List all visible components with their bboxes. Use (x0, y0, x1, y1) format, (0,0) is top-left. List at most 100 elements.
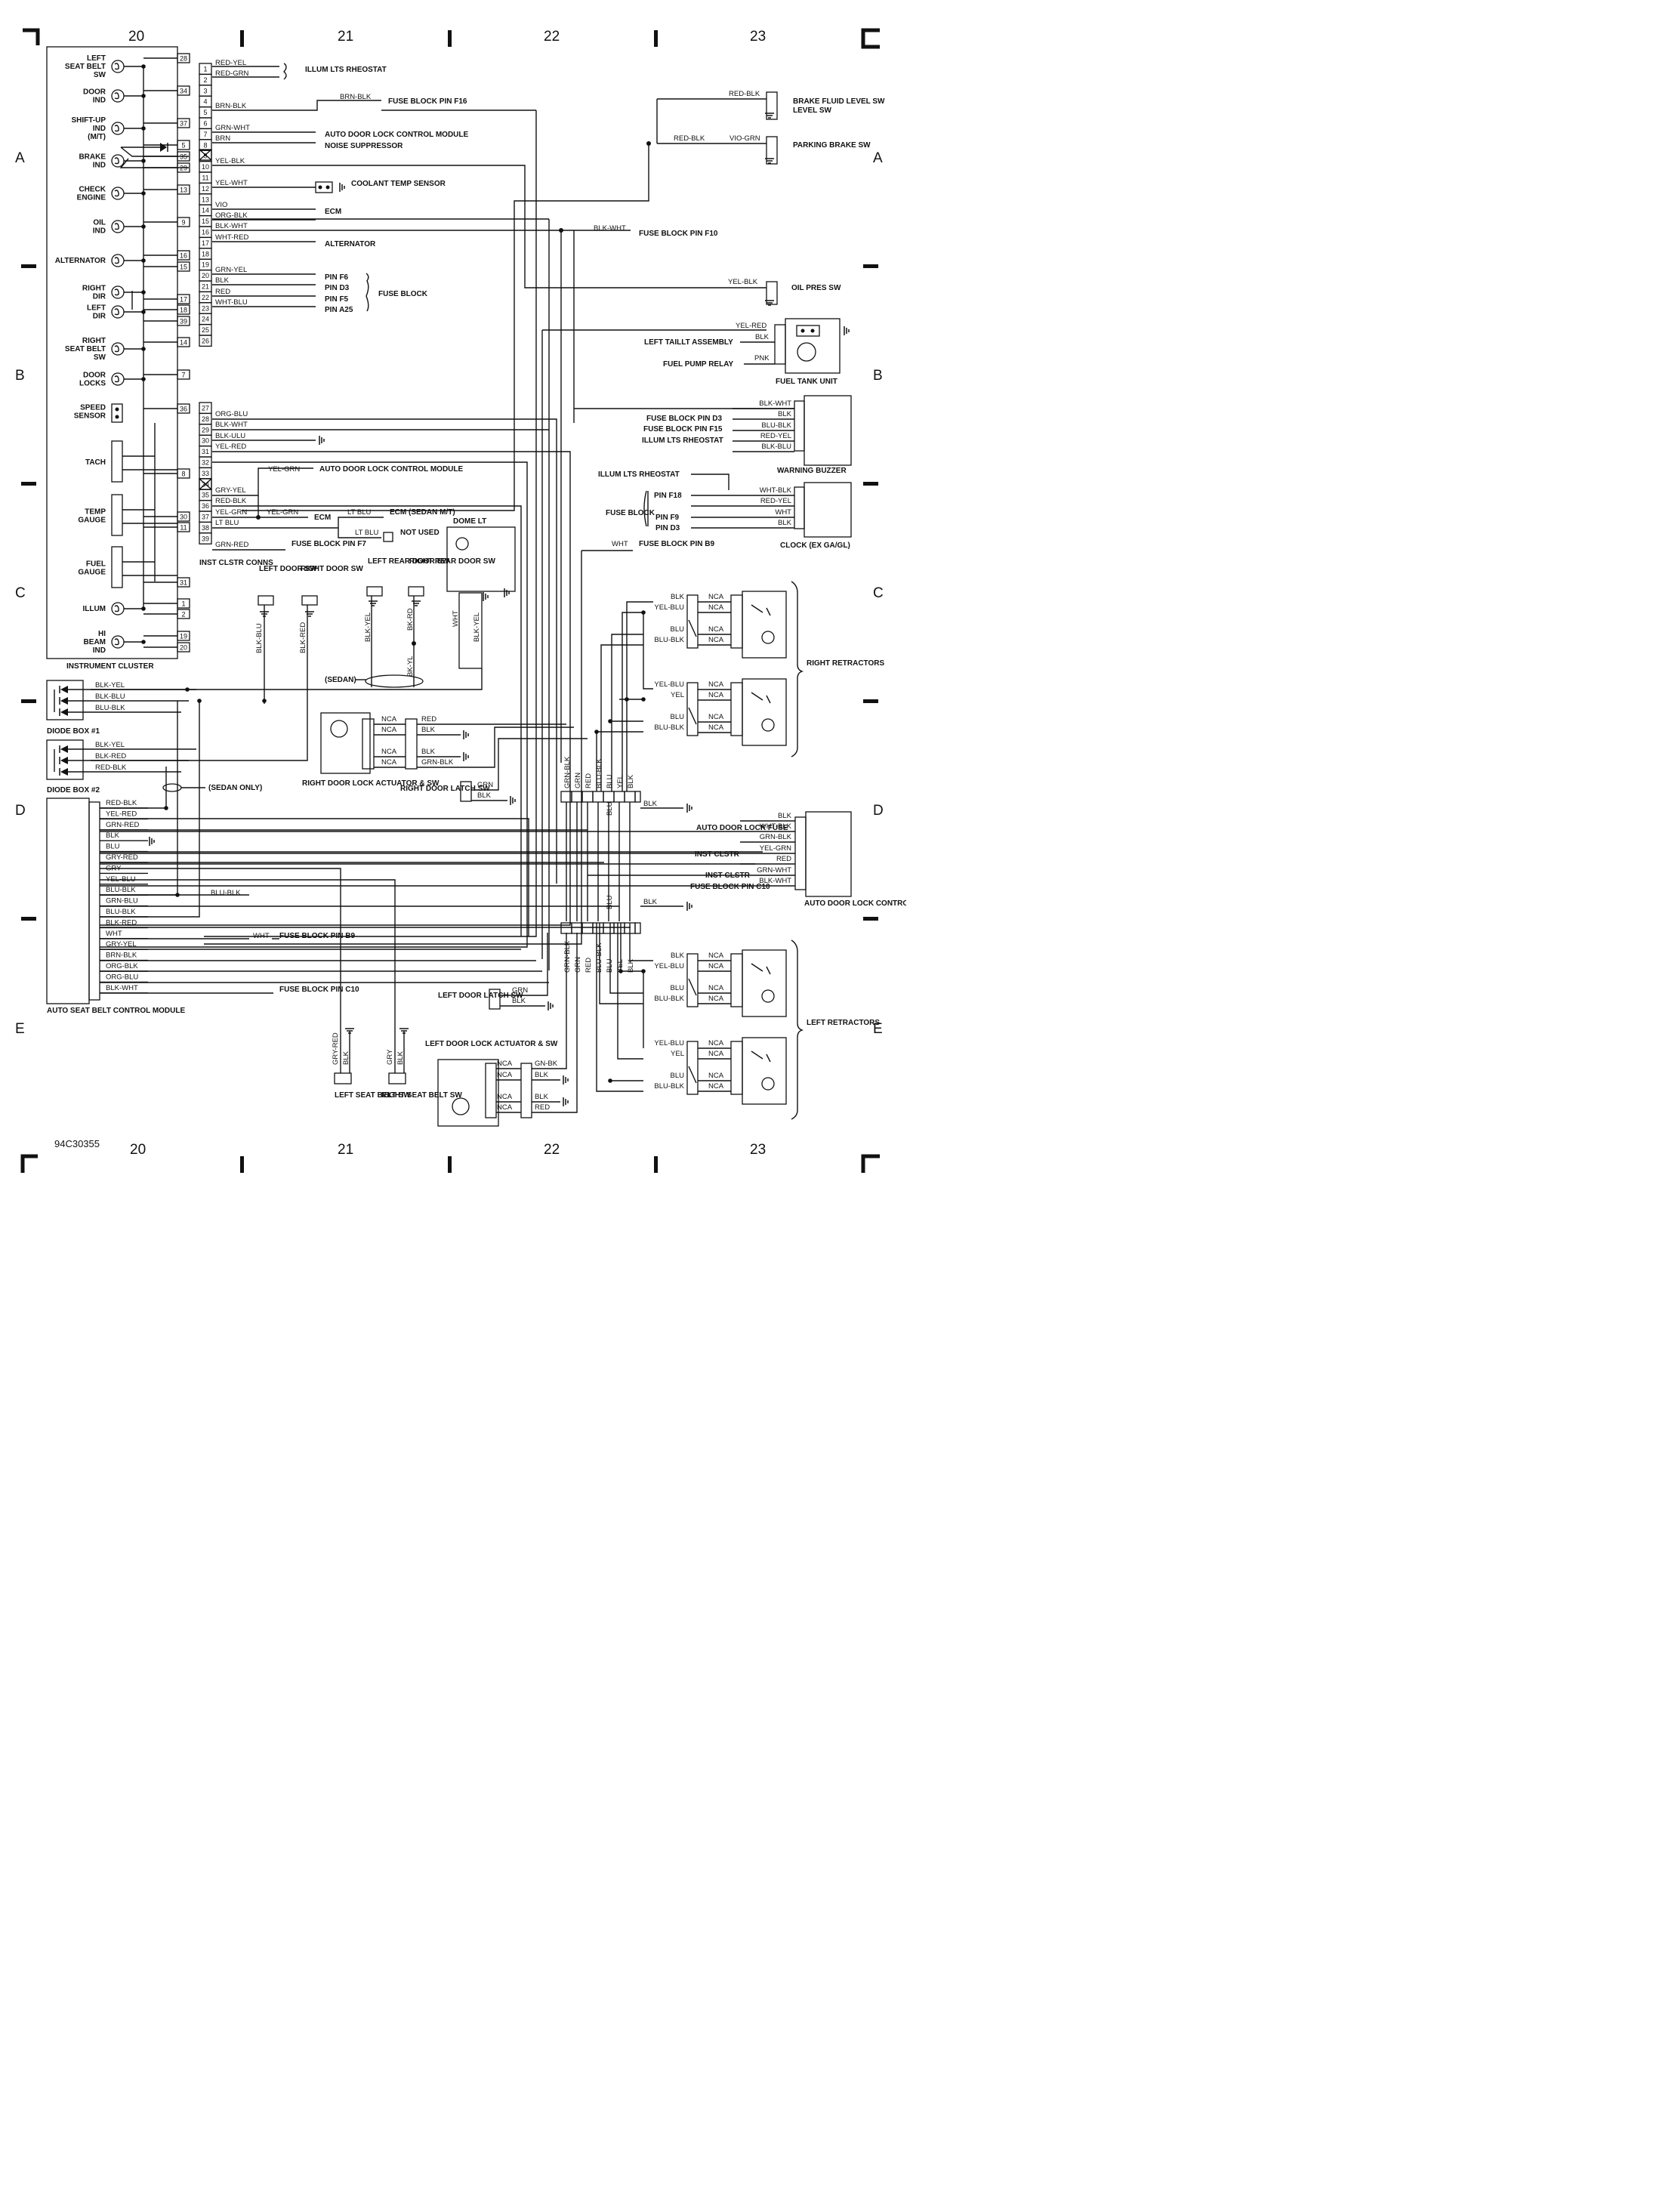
harness-cavity (571, 922, 583, 934)
cluster-title: INSTRUMENT CLUSTER (66, 662, 154, 671)
pin-number: 12 (202, 185, 209, 193)
wire-label: NCA (708, 593, 724, 601)
wire-label: YEL (671, 1050, 684, 1058)
wire-label: YEL-GRN (215, 508, 247, 517)
svg-text:RIGHT DOOR SW: RIGHT DOOR SW (301, 565, 363, 573)
wire-label: YEL-BLU (654, 1039, 684, 1047)
svg-text:GRN: GRN (512, 986, 528, 995)
svg-text:FUSE BLOCK PIN F15: FUSE BLOCK PIN F15 (643, 425, 723, 433)
harness-cavity (592, 922, 604, 934)
svg-text:ILLUM LTS RHEOSTAT: ILLUM LTS RHEOSTAT (598, 470, 680, 479)
conns-label: INST CLSTR CONNS (199, 559, 273, 567)
lt-blu-a: LT BLU (347, 508, 371, 517)
ground-icon (504, 588, 510, 597)
wire-label: NCA (381, 726, 397, 734)
wire-label: BLU-BLK (106, 908, 136, 916)
wire-label: RED-BLK (215, 497, 247, 505)
ground-icon (765, 300, 774, 306)
harness-cavity (581, 791, 594, 803)
harness-cavity (613, 791, 625, 803)
fb-pin-f6: PIN F6 (325, 273, 349, 282)
wire-label: ORG-BLU (106, 973, 138, 981)
auto-door-lock-control-module: BLKWHT-BLKGRN-BLKYEL-GRNREDGRN-WHTBLK-WH… (100, 811, 906, 908)
svg-text:BLK-YEL: BLK-YEL (473, 612, 481, 642)
svg-text:WARNING BUZZER: WARNING BUZZER (777, 467, 847, 475)
svg-text:LEFT REAR DOOR SW: LEFT REAR DOOR SW (368, 557, 449, 566)
wire-label: BLU-BLK (654, 723, 684, 732)
row-label: A (873, 150, 883, 166)
wire-label: BLK-WHT (215, 222, 248, 230)
wire-label: BLU (671, 625, 685, 634)
pin-number: 1 (203, 66, 207, 73)
svg-text:INST CLSTR: INST CLSTR (695, 850, 740, 859)
svg-text:BLK: BLK (477, 791, 492, 800)
pin-number: 26 (202, 338, 209, 345)
wire-label: YEL-BLU (654, 603, 684, 612)
wire-label: YEL-RED (215, 443, 246, 451)
svg-text:FUSE BLOCK PIN B9: FUSE BLOCK PIN B9 (279, 932, 355, 940)
indicator-label: SENSOR (74, 412, 106, 421)
indicator-label: TACH (85, 458, 106, 467)
svg-text:GRY-RED: GRY-RED (332, 1032, 340, 1065)
svg-text:FUSE BLOCK PIN B9: FUSE BLOCK PIN B9 (639, 540, 714, 548)
col-label: 23 (750, 29, 766, 45)
pin-number: 6 (203, 120, 207, 128)
seat-belt-switches: LEFT SEAT BELT SW GRY-RED BLK RIGHT SEAT… (100, 868, 462, 1100)
pin-number: 11 (180, 524, 187, 532)
wire-label: BLK-BLU (95, 693, 125, 701)
pin-number: 35 (202, 492, 209, 499)
retractor-motor (742, 591, 787, 659)
indicator-label: IND (93, 97, 106, 105)
noise-suppressor: NOISE SUPPRESSOR (325, 142, 403, 150)
indicator-label: DOOR (83, 372, 106, 380)
motor-icon (761, 718, 775, 732)
fb-pin-f5: PIN F5 (325, 295, 349, 304)
wire-label: BLU-BLK (761, 421, 791, 430)
gauge-icon (111, 546, 123, 588)
svg-text:LEFT DOOR LOCK ACTUATOR & SW: LEFT DOOR LOCK ACTUATOR & SW (425, 1040, 558, 1048)
wire-label: YEL-BLU (654, 680, 684, 689)
indicator-label: SPEED (80, 404, 106, 412)
wire-label: BLK (671, 952, 685, 960)
wire-label: BLU-BLK (654, 995, 684, 1003)
wire-label: BLK-WHT (759, 400, 791, 408)
svg-text:AUTO SEAT BELT CONTROL MODULE: AUTO SEAT BELT CONTROL MODULE (47, 1007, 185, 1015)
ecm: ECM (325, 208, 341, 216)
harness-blocks: GRN-BLKGRN-BLKGRNGRNREDREDBLU-BLKBLU-BLK… (560, 756, 692, 973)
svg-text:BLK-YEL: BLK-YEL (364, 612, 372, 642)
wire-label: BRN-BLK (215, 102, 247, 110)
wire-label: BLU (671, 713, 685, 721)
ground-icon (563, 1075, 569, 1084)
pin-number: 19 (180, 633, 187, 640)
wire-label: VIO (215, 201, 227, 209)
indicator-label: IND (93, 646, 106, 655)
gauge-icon (111, 494, 123, 536)
svg-text:PIN F9: PIN F9 (655, 514, 680, 522)
pin-number: 34 (180, 88, 187, 95)
wire-label: NCA (708, 625, 724, 634)
diode-icon (60, 686, 68, 693)
grid-frame (20, 28, 880, 1173)
svg-text:FUSE BLOCK: FUSE BLOCK (606, 509, 655, 517)
svg-text:AUTO DOOR LOCK CONTROL MODULE: AUTO DOOR LOCK CONTROL MODULE (804, 899, 906, 908)
retractor-motor (742, 678, 787, 746)
svg-text:LEFT RETRACTORS: LEFT RETRACTORS (807, 1019, 880, 1027)
harness-wire-label: RED (585, 958, 593, 973)
pin-number: 29 (180, 165, 187, 172)
indicator-label: (M/T) (88, 133, 106, 141)
wire-label: WHT (106, 930, 122, 938)
wire-label: WHT-BLK (760, 486, 792, 495)
pin-number: 29 (202, 426, 209, 433)
svg-text:BLK: BLK (643, 800, 658, 808)
pin-number: 7 (203, 131, 207, 138)
wire-label: NCA (708, 995, 724, 1003)
pin-number: 35 (180, 153, 187, 161)
row-label: B (873, 368, 883, 384)
harness-cavity (581, 922, 594, 934)
